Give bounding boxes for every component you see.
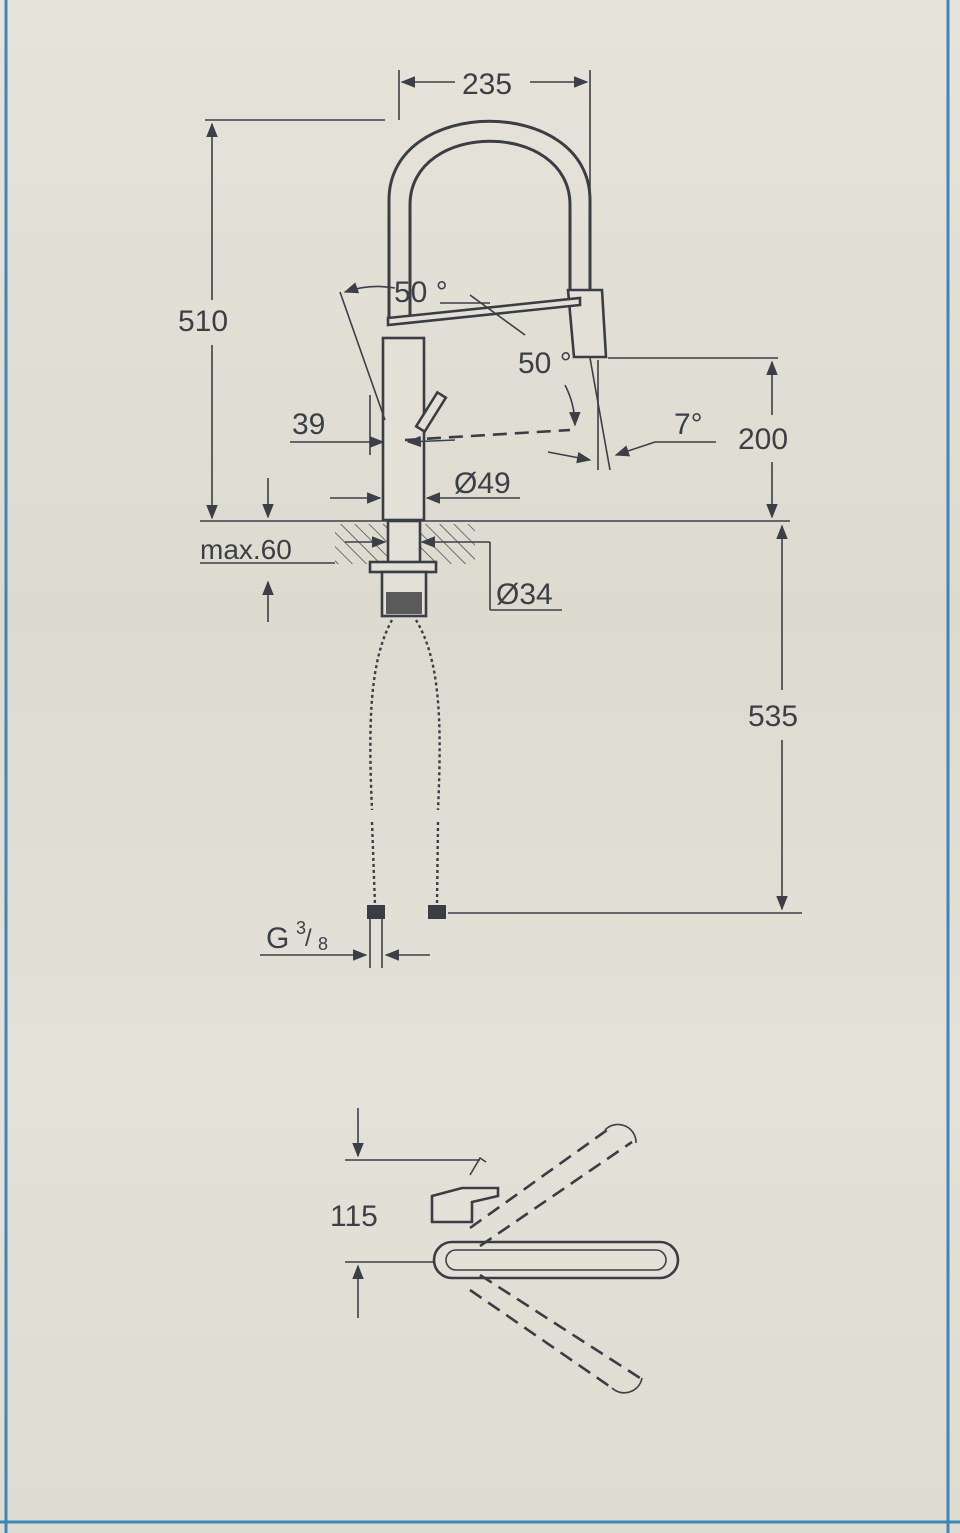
spout-outer [387, 119, 592, 320]
dim-width-235: 235 [462, 68, 512, 101]
dim-spout-angle: 50 ° [518, 347, 572, 380]
hose-right-lower [435, 821, 440, 906]
faucet-body [381, 336, 426, 522]
dim-height-115: 115 [330, 1200, 378, 1233]
swivel-ghost-upper-a [469, 1126, 611, 1230]
swivel-ghost-lower-a [469, 1288, 613, 1390]
dim-39: 39 [292, 408, 325, 441]
spout-inner [408, 139, 572, 320]
hose-right-fitting [428, 905, 446, 919]
hose-left-fitting [367, 905, 385, 919]
spray-head [566, 288, 608, 359]
hose-left-lower [370, 821, 377, 906]
hose-right-upper [414, 619, 441, 811]
swivel-ghost-lower-b [479, 1273, 641, 1380]
dim-angle-7: 7° [674, 408, 703, 441]
lever-lower-position [414, 390, 448, 434]
swivel-ghost-upper-b [479, 1140, 633, 1248]
dim-thread-denominator: 8 [318, 934, 328, 954]
lever-top-view [430, 1186, 500, 1224]
hose-left-upper [369, 619, 394, 811]
mounting-nut [368, 560, 438, 574]
lever [386, 296, 582, 327]
spout-top-view [432, 1240, 680, 1280]
dim-thread-G: G [266, 922, 289, 955]
dim-thread-numerator: 3 [296, 918, 306, 938]
dim-height-510: 510 [178, 305, 228, 338]
thread-block [386, 592, 422, 614]
dim-lever-angle: 50 ° [394, 276, 448, 309]
faucet-top-view [345, 1108, 680, 1394]
dim-diameter-49: Ø49 [454, 467, 511, 500]
dim-diameter-34: Ø34 [496, 578, 553, 611]
dimension-lines [200, 70, 802, 961]
dim-height-535: 535 [748, 700, 798, 733]
dim-max-60: max.60 [200, 534, 292, 565]
dim-height-200: 200 [738, 423, 788, 456]
spout-tilt-ghost [404, 428, 571, 442]
dim-thread-slash: / [305, 925, 312, 952]
mounting-shank [386, 519, 422, 567]
faucet-side-view [200, 119, 790, 968]
